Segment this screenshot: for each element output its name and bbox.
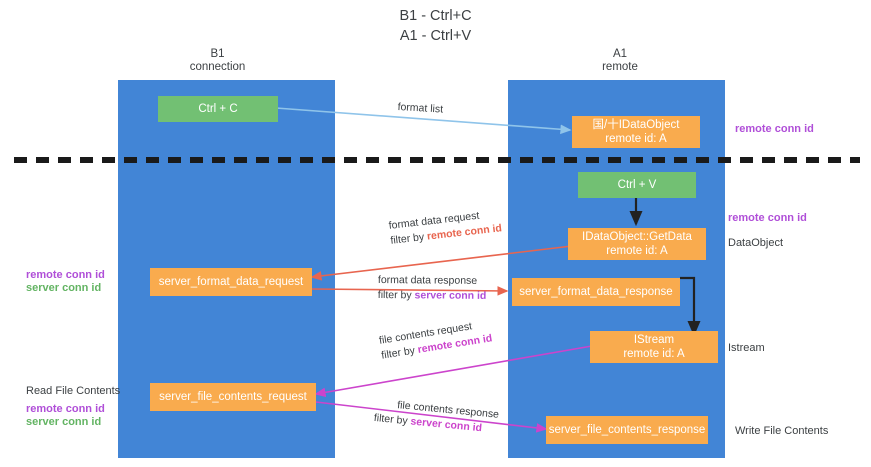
annotation-left-remote-conn-id-mid: remote conn id	[26, 269, 105, 281]
edge-file-contents-request	[314, 345, 593, 398]
node-ctrl-c[interactable]: Ctrl + C	[158, 96, 278, 122]
annotation-right-remote-conn-id-top: remote conn id	[735, 123, 814, 135]
filter-prefix: filter by	[389, 230, 428, 247]
node-idataobject[interactable]: 国/十IDataObject remote id: A	[572, 116, 700, 148]
node-server-file-contents-response[interactable]: server_file_contents_response	[546, 416, 708, 444]
edge-label-format-list-text: format list	[397, 100, 444, 116]
annotation-left-remote-conn-id-low: remote conn id	[26, 403, 105, 415]
node-server-file-contents-request[interactable]: server_file_contents_request	[150, 383, 316, 411]
edge-file-contents-response	[315, 401, 548, 433]
annotation-left-read-file-contents: Read File Contents	[26, 385, 121, 397]
node-server-format-data-request[interactable]: server_format_data_request	[150, 268, 312, 296]
annotation-left-server-conn-id-low: server conn id	[26, 416, 102, 428]
annotation-right-remote-conn-id-mid: remote conn id	[728, 212, 807, 224]
annotation-right-write-file-contents: Write File Contents	[735, 425, 829, 437]
page-title: B1 - Ctrl+C A1 - Ctrl+V	[399, 8, 472, 44]
edge-label-format-list: format list	[397, 100, 443, 118]
edge-format-data-request	[310, 245, 573, 281]
filter-prefix: filter by	[377, 288, 415, 302]
edge-label-format-data-response: format data response filter by server co…	[378, 273, 487, 304]
annotation-left-server-conn-id-mid: server conn id	[26, 282, 102, 294]
annotation-right-dataobject: DataObject	[728, 237, 784, 249]
node-idataobject-getdata[interactable]: IDataObject::GetData remote id: A	[568, 228, 706, 260]
edge-format-data-response	[311, 286, 509, 296]
column-heading-a1: A1 remote	[602, 48, 638, 73]
filter-prefix: filter by	[373, 411, 412, 428]
edge-label-format-data-response-line1: format data response	[377, 273, 478, 287]
node-ctrl-v[interactable]: Ctrl + V	[578, 172, 696, 198]
edge-format-list	[275, 107, 572, 135]
node-server-format-data-response[interactable]: server_format_data_response	[512, 278, 680, 306]
annotation-right-istream: Istream	[728, 342, 765, 354]
edge-label-format-data-response-line2: filter by server conn id	[378, 288, 487, 304]
edge-response-to-istream	[680, 276, 701, 337]
filter-key-server-conn-id: server conn id	[414, 289, 487, 302]
node-istream[interactable]: IStream remote id: A	[590, 331, 718, 363]
column-heading-b1: B1 connection	[189, 48, 246, 73]
